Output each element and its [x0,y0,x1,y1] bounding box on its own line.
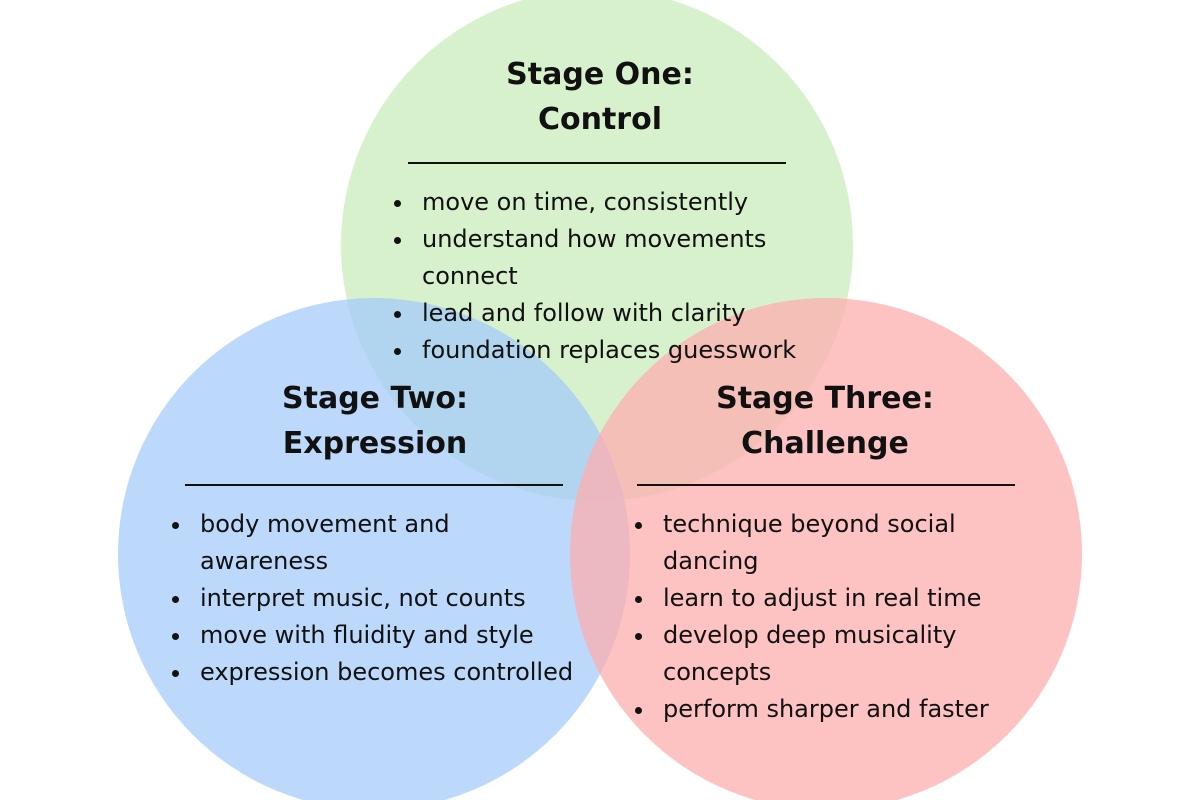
bullet-icon [172,596,179,603]
list-item-text: expression becomes controlled [200,658,574,686]
stage-three-block: Stage Three: Challenge technique beyond … [620,376,1040,728]
list-item: move with fluidity and style [166,617,590,654]
stage-two-title-line-2: Expression [282,426,468,461]
bullet-icon [635,596,642,603]
list-item: perform sharper and faster [629,691,1040,728]
list-item-text: awareness [200,547,329,575]
list-item-text: technique beyond social [663,510,956,538]
stage-one-list: move on time, consistently understand ho… [388,184,820,369]
stage-three-circle [570,298,1082,800]
list-item-text: perform sharper and faster [663,695,989,723]
list-item-continuation: dancing [629,543,1040,580]
bullet-icon [172,633,179,640]
list-item-text: lead and follow with clarity [422,299,746,327]
list-item-continuation: connect [388,258,820,295]
list-item-text: develop deep musicality [663,621,957,649]
stage-three-list: technique beyond social dancing learn to… [629,506,1040,728]
list-item-text: foundation replaces guesswork [422,336,797,364]
stage-two-list: body movement and awareness interpret mu… [166,506,590,691]
stage-three-title-line-2: Challenge [741,426,909,461]
list-item-text: understand how movements [422,225,767,253]
stage-three-title: Stage Three: Challenge [620,376,1040,466]
stage-two-title: Stage Two: Expression [160,376,590,466]
list-item-text: move with fluidity and style [200,621,534,649]
list-item: understand how movements [388,221,820,258]
stage-two-divider [185,484,563,486]
list-item-text: concepts [663,658,772,686]
bullet-icon [635,522,642,529]
list-item-text: dancing [663,547,759,575]
list-item: foundation replaces guesswork [388,332,820,369]
list-item: technique beyond social [629,506,1040,543]
stage-two-block: Stage Two: Expression body movement and … [160,376,590,691]
stage-one-divider [408,162,786,164]
list-item: body movement and [166,506,590,543]
list-item: move on time, consistently [388,184,820,221]
bullet-icon [172,522,179,529]
bullet-icon [635,633,642,640]
list-item-text: move on time, consistently [422,188,749,216]
list-item-text: learn to adjust in real time [663,584,982,612]
bullet-icon [172,670,179,677]
stage-three-title-line-1: Stage Three: [716,381,934,416]
stage-one-block: Stage One: Control move on time, consist… [380,52,820,369]
bullet-icon [394,237,401,244]
bullet-icon [635,707,642,714]
bullet-icon [394,200,401,207]
stage-one-title: Stage One: Control [380,52,820,142]
stage-one-title-line-1: Stage One: [506,57,694,92]
list-item-continuation: awareness [166,543,590,580]
list-item: interpret music, not counts [166,580,590,617]
bullet-icon [394,311,401,318]
stage-two-circle [118,298,630,800]
stage-one-title-line-2: Control [537,102,662,137]
list-item-text: interpret music, not counts [200,584,526,612]
stage-three-divider [637,484,1015,486]
stage-two-title-line-1: Stage Two: [282,381,468,416]
list-item-continuation: concepts [629,654,1040,691]
list-item: lead and follow with clarity [388,295,820,332]
list-item: learn to adjust in real time [629,580,1040,617]
list-item: develop deep musicality [629,617,1040,654]
list-item-text: connect [422,262,518,290]
bullet-icon [394,348,401,355]
list-item: expression becomes controlled [166,654,590,691]
list-item-text: body movement and [200,510,450,538]
